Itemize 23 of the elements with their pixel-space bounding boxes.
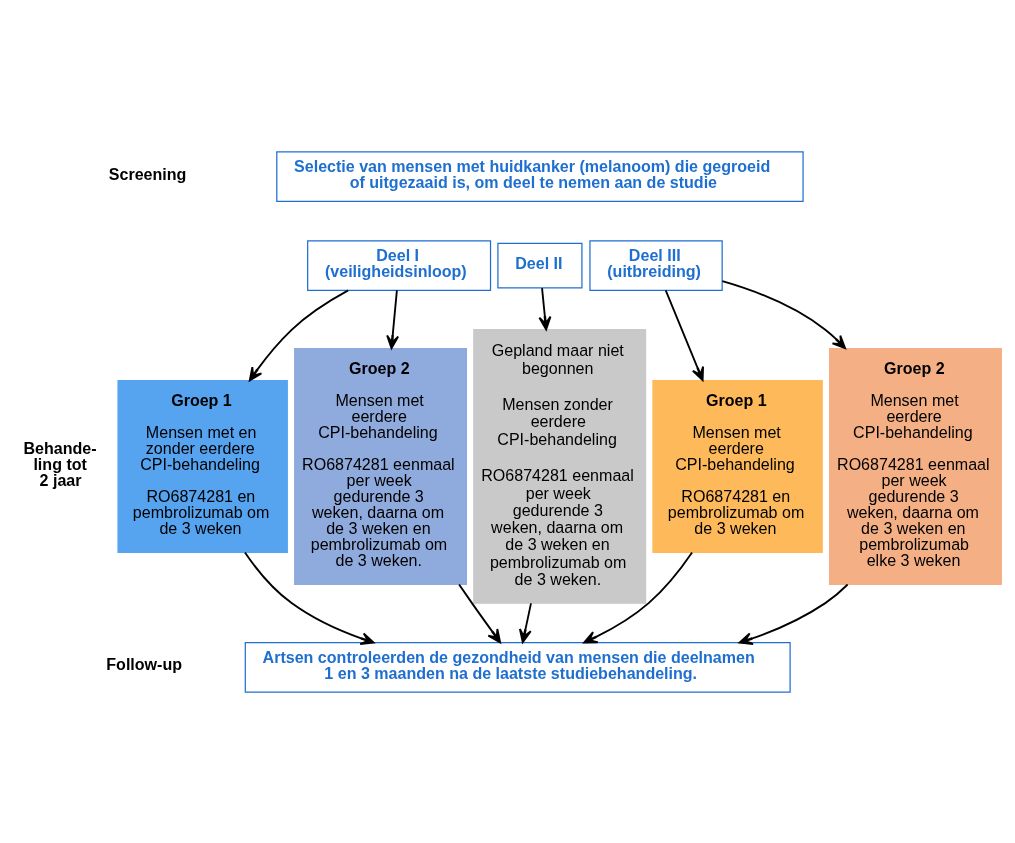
arrow bbox=[458, 583, 502, 643]
label: Behande- ling tot 2 jaar bbox=[23, 438, 97, 489]
label: Follow-up bbox=[106, 654, 183, 673]
node-box: Gepland maar niet begonnen Mensen zonder eerdere CPI-behandeling RO6874281 eenmaal per week gedurende 3 weken, daarna om de 3 weken en pembrolizumab om de 3 weken. bbox=[473, 328, 647, 604]
arrow bbox=[664, 288, 704, 381]
node-box: Groep 1 Mensen met eerdere CPI-behandeling RO6874281 en pembrolizumab om de 3 weken bbox=[652, 379, 823, 553]
node-box: Deel III (uitbreiding) bbox=[589, 239, 723, 291]
arrow bbox=[248, 289, 350, 381]
arrow bbox=[738, 583, 849, 645]
node-box: Artsen controleerden de gezondheid van mensen die deelnamen 1 en 3 maanden na de laatste studiebehandeling. bbox=[244, 641, 791, 693]
node-box: Groep 2 Mensen met eerdere CPI-behandeling RO6874281 eenmaal per week gedurende 3 weken, daarna om de 3 weken en pembrolizumab elke 3 weken bbox=[829, 347, 1002, 585]
node-box: Deel I (veiligheidsinloop) bbox=[307, 239, 492, 291]
arrow bbox=[721, 279, 847, 349]
label: Screening bbox=[108, 164, 187, 183]
node-box: Deel II bbox=[497, 242, 583, 288]
arrow bbox=[518, 601, 532, 643]
arrow bbox=[386, 288, 400, 349]
arrow bbox=[244, 551, 375, 645]
node-box: Groep 1 Mensen met en zonder eerdere CPI-behandeling RO6874281 en pembrolizumab om de 3 weken bbox=[117, 379, 288, 553]
node-box: Selectie van mensen met huidkanker (melanoom) die gegroeid of uitgezaaid is, om deel te nemen aan de studie bbox=[276, 150, 804, 202]
arrow bbox=[583, 551, 693, 643]
arrow bbox=[538, 286, 552, 330]
node-box: Groep 2 Mensen met eerdere CPI-behandeling RO6874281 eenmaal per week gedurende 3 weken, daarna om de 3 weken en pembrolizumab om de 3 weken. bbox=[294, 347, 468, 585]
